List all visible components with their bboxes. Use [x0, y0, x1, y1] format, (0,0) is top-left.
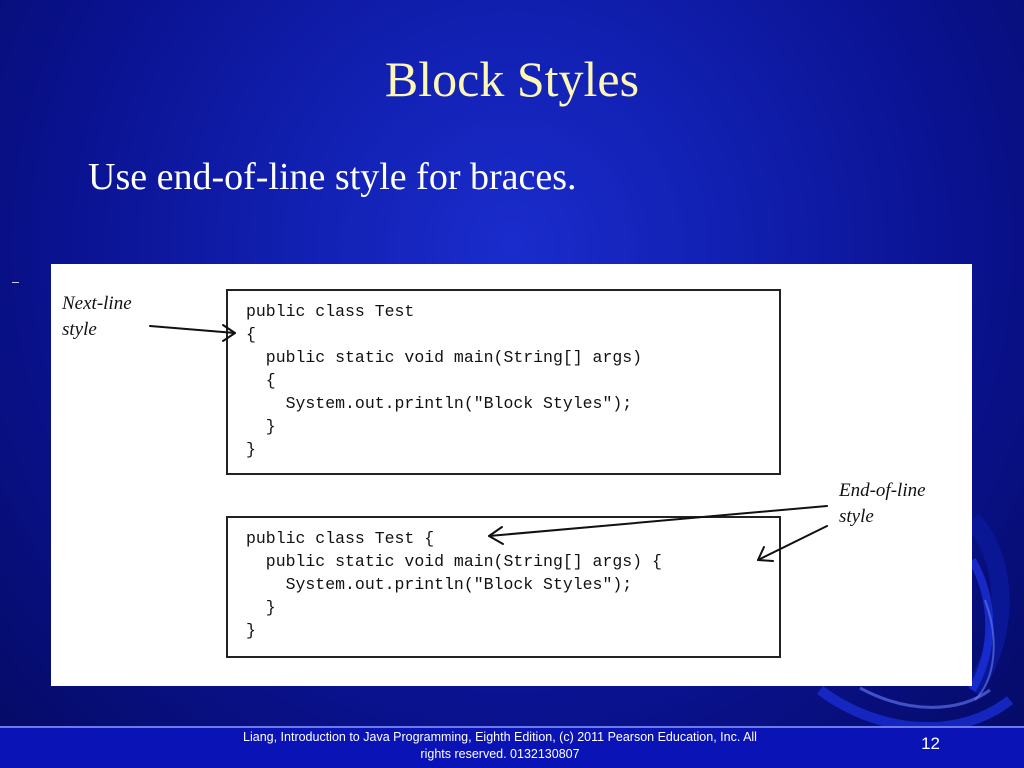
code-figure-panel: Next-line style End-of-line style public… — [51, 264, 972, 686]
bullet-marker — [12, 282, 19, 283]
footer-copyright: Liang, Introduction to Java Programming,… — [243, 730, 757, 761]
code-line: public class Test — [246, 302, 415, 321]
annotation-arrows — [149, 324, 828, 562]
footer-divider — [0, 726, 1024, 728]
next-line-code-box: public class Test { public static void m… — [226, 289, 781, 475]
code-line: System.out.println("Block Styles"); — [246, 394, 633, 413]
end-of-line-arrow-class — [488, 505, 828, 545]
code-line: } — [246, 598, 276, 617]
end-of-line-arrow-method — [757, 525, 828, 562]
code-line: } — [246, 621, 256, 640]
slide-title: Block Styles — [384, 51, 640, 107]
code-line: { — [246, 325, 256, 344]
next-line-arrow — [149, 324, 236, 342]
code-line: System.out.println("Block Styles"); — [246, 575, 633, 594]
slide-subtitle: Use end-of-line style for braces. — [88, 156, 577, 198]
footer-bar: Liang, Introduction to Java Programming,… — [0, 726, 1024, 768]
end-of-line-code-box: public class Test { public static void m… — [226, 516, 781, 658]
next-line-code: public class Test { public static void m… — [246, 300, 642, 461]
code-line: } — [246, 417, 276, 436]
end-of-line-code: public class Test { public static void m… — [246, 527, 662, 642]
code-line: public static void main(String[] args) { — [246, 552, 662, 571]
code-line: public static void main(String[] args) — [246, 348, 643, 367]
code-line: public class Test { — [246, 529, 435, 548]
code-line: } — [246, 440, 256, 459]
code-line: { — [246, 371, 276, 390]
next-line-style-label: Next-line style — [62, 293, 132, 340]
slide-number: 12 — [921, 734, 940, 753]
end-of-line-style-label: End-of-line style — [839, 480, 926, 527]
